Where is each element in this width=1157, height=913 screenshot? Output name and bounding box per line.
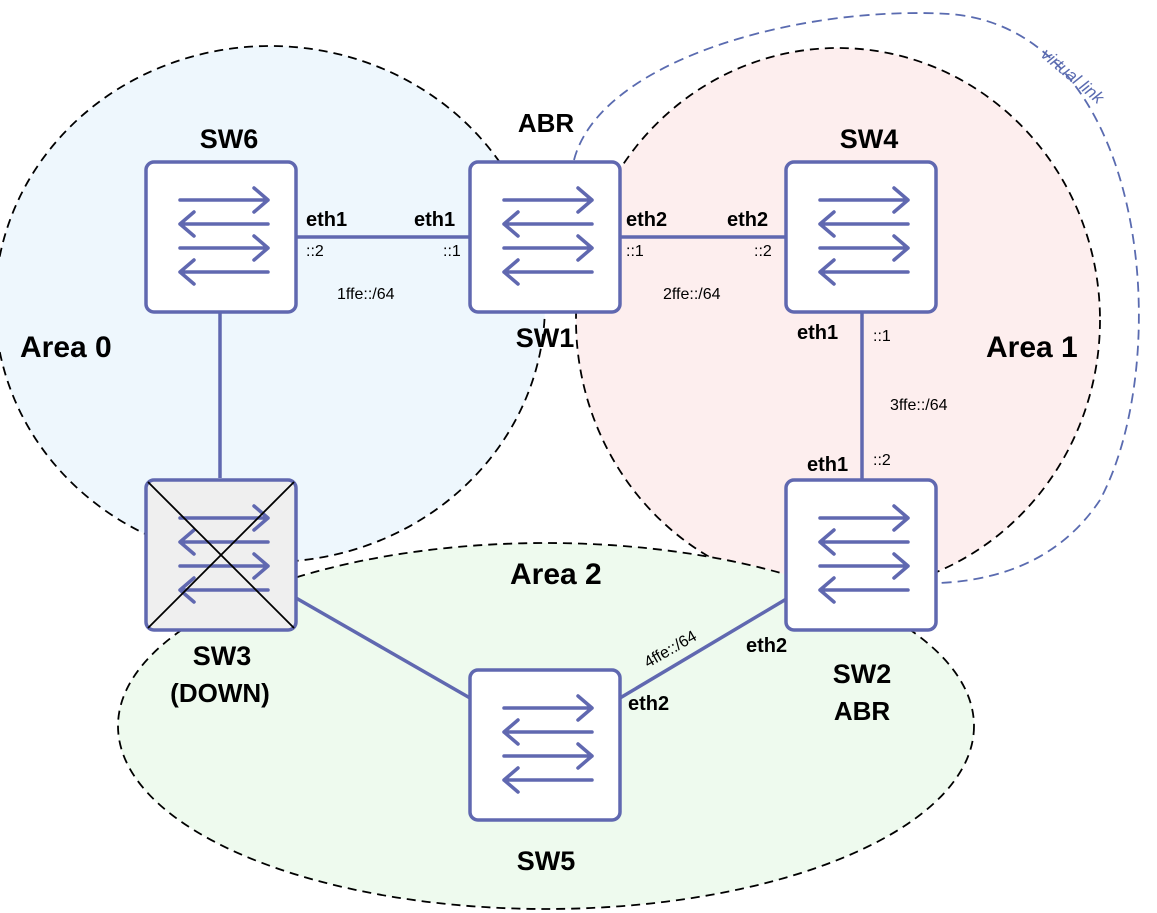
switch-sw2[interactable] xyxy=(784,478,938,632)
area-0-label: Area 0 xyxy=(20,331,112,364)
sw3-status-label: (DOWN) xyxy=(170,678,270,708)
sw2-role-label: ABR xyxy=(834,696,891,726)
net-2ffe-label: 2ffe::/64 xyxy=(663,286,721,303)
sw1-eth1-label: eth1 xyxy=(414,209,455,231)
switch-sw6[interactable] xyxy=(144,160,298,314)
sw2-eth2-label: eth2 xyxy=(746,635,787,657)
sw1-label: SW1 xyxy=(516,323,575,353)
link-sw3-sw5 xyxy=(295,596,471,700)
net-3ffe-label: 3ffe::/64 xyxy=(890,397,948,414)
area-1-label: Area 1 xyxy=(986,331,1078,364)
sw1-eth2-label: eth2 xyxy=(626,209,667,231)
sw6-eth1-addr: ::2 xyxy=(306,243,324,260)
net-1ffe-label: 1ffe::/64 xyxy=(337,286,395,303)
down-cross-icon xyxy=(147,481,295,629)
switch-sw5[interactable] xyxy=(468,668,622,822)
sw2-eth1-addr: ::2 xyxy=(873,452,891,469)
sw4-eth2-addr: ::2 xyxy=(754,243,772,260)
sw5-eth2-label: eth2 xyxy=(628,693,669,715)
sw4-eth1-label: eth1 xyxy=(797,322,838,344)
sw3-label: SW3 xyxy=(193,641,252,671)
sw2-label: SW2 xyxy=(833,659,892,689)
switch-sw4[interactable] xyxy=(784,160,938,314)
switch-sw1[interactable] xyxy=(468,160,622,314)
area-1-region xyxy=(575,47,1101,593)
switch-sw3[interactable] xyxy=(144,478,298,632)
area-2-label: Area 2 xyxy=(510,558,602,591)
sw1-eth1-addr: ::1 xyxy=(443,243,461,260)
sw1-role-label: ABR xyxy=(518,108,575,138)
sw1-eth2-addr: ::1 xyxy=(626,243,644,260)
sw4-eth1-addr: ::1 xyxy=(873,328,891,345)
sw6-label: SW6 xyxy=(200,124,259,154)
sw4-eth2-label: eth2 xyxy=(727,209,768,231)
sw5-label: SW5 xyxy=(517,846,576,876)
sw6-eth1-label: eth1 xyxy=(306,209,347,231)
virtual-link-label: virtual link xyxy=(1037,45,1108,109)
sw2-eth1-label: eth1 xyxy=(807,454,848,476)
sw4-label: SW4 xyxy=(840,124,899,154)
virtual-link-line xyxy=(573,12,1140,584)
link-sw5-sw2 xyxy=(619,596,789,700)
